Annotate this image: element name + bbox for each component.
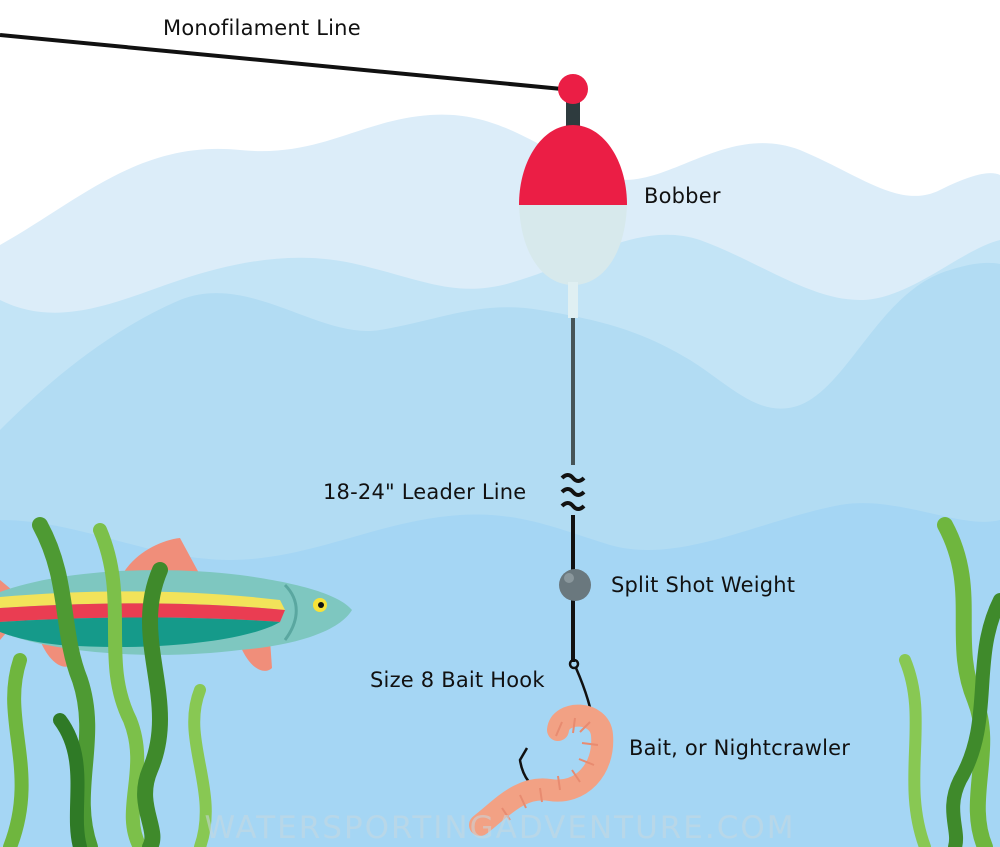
- seaweed-left: [3, 517, 212, 847]
- seaweed-blade: [188, 684, 212, 847]
- seaweed-blade: [53, 713, 87, 847]
- split-shot-weight: [559, 569, 591, 601]
- seaweed-blade: [137, 562, 168, 847]
- label-split-shot-weight: Split Shot Weight: [611, 573, 796, 597]
- leader-break-symbol: [560, 473, 586, 511]
- label-leader-line: 18-24" Leader Line: [323, 480, 527, 504]
- worm-segments: [501, 717, 599, 821]
- fish-pupil: [318, 602, 324, 608]
- seaweed-blade: [3, 653, 29, 847]
- monofilament-line: [0, 33, 563, 91]
- nightcrawler-worm: [469, 704, 614, 836]
- fish-gill: [283, 583, 298, 641]
- label-bait-hook: Size 8 Bait Hook: [370, 668, 545, 692]
- seaweed-blade: [899, 654, 931, 847]
- bobber: [519, 74, 627, 318]
- watermark: WATERSPORTINGADVENTURE.COM: [204, 810, 796, 846]
- fish-dorsal-fin: [120, 538, 200, 580]
- bobber-tip: [558, 74, 588, 104]
- seaweed-blade: [93, 523, 147, 847]
- bobber-bottom: [519, 200, 627, 285]
- bobber-lower-stem: [568, 282, 578, 318]
- seaweed-right: [899, 517, 1000, 847]
- split-shot-shine: [564, 573, 574, 583]
- seaweed-blade: [946, 593, 1000, 847]
- label-bait: Bait, or Nightcrawler: [629, 736, 851, 760]
- bobber-top: [519, 125, 627, 205]
- hook-eye: [568, 658, 580, 670]
- fish-stripe-yellow: [0, 591, 285, 610]
- label-monofilament-line: Monofilament Line: [163, 16, 361, 40]
- bobber-stem: [566, 98, 580, 134]
- label-bobber: Bobber: [644, 184, 721, 208]
